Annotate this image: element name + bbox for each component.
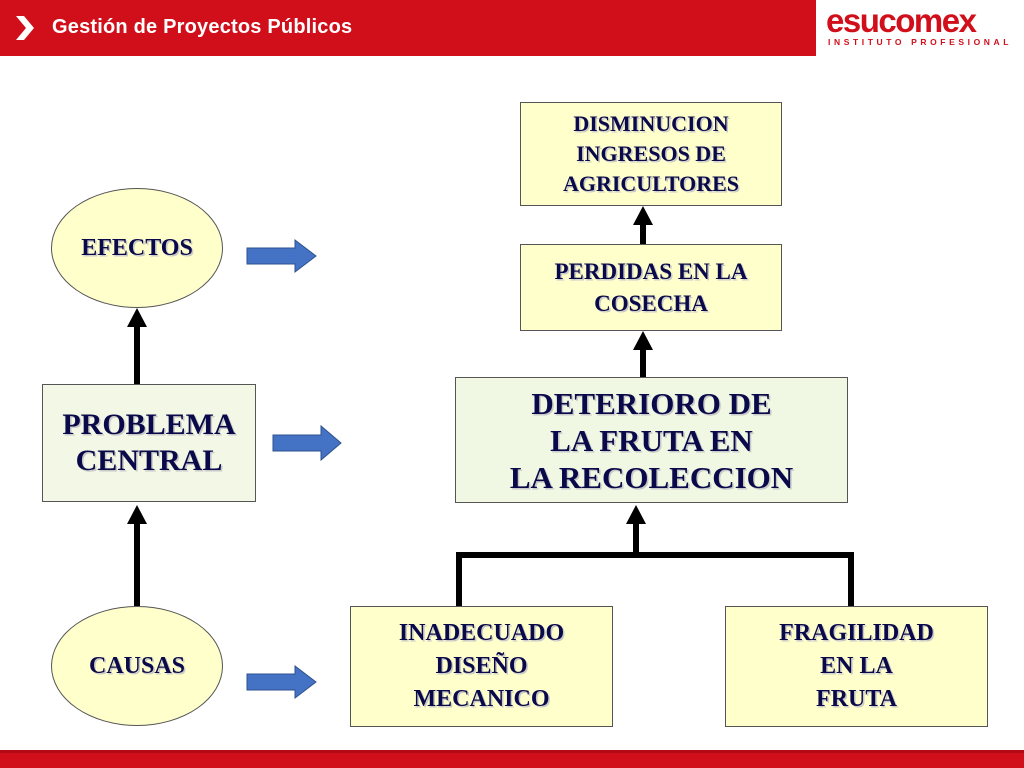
- blue-arrow-problema: [272, 424, 342, 462]
- causas-label: CAUSAS: [88, 652, 186, 679]
- effect-mid-label: PERDIDAS EN LA COSECHA: [554, 258, 748, 316]
- arrow-perdidas-to-disminucion: [633, 206, 653, 244]
- problema-central-box: PROBLEMA CENTRAL: [42, 384, 256, 502]
- effect-top-box: DISMINUCION INGRESOS DE AGRICULTORES: [520, 102, 782, 206]
- brand-logo: esucomex INSTITUTO PROFESIONAL: [816, 0, 1024, 56]
- efectos-ellipse: EFECTOS: [51, 188, 223, 308]
- causes-bracket: [456, 505, 854, 606]
- blue-arrow-efectos: [246, 238, 317, 274]
- cause-left-label: INADECUADO DISEÑO MECANICO: [398, 620, 565, 712]
- efectos-label: EFECTOS: [81, 234, 193, 261]
- logo-subtitle: INSTITUTO PROFESIONAL: [828, 37, 1013, 47]
- arrow-deterioro-to-perdidas: [633, 331, 653, 377]
- logo-name: esucomex: [826, 2, 977, 39]
- problema-central-label: PROBLEMA CENTRAL: [62, 408, 236, 477]
- cause-right-box: FRAGILIDAD EN LA FRUTA: [725, 606, 988, 727]
- header-bar: Gestión de Proyectos Públicos esucomex I…: [0, 0, 1024, 56]
- blue-arrow-causas: [246, 664, 317, 700]
- page-title: Gestión de Proyectos Públicos: [52, 16, 353, 38]
- arrow-causas-to-problem: [127, 505, 147, 606]
- chevron-right-icon: [16, 16, 34, 40]
- central-problem-box: DETERIORO DE LA FRUTA EN LA RECOLECCION: [455, 377, 848, 503]
- footer-bar: [0, 750, 1024, 768]
- central-problem-label: DETERIORO DE LA FRUTA EN LA RECOLECCION: [509, 385, 794, 495]
- cause-left-box: INADECUADO DISEÑO MECANICO: [350, 606, 613, 727]
- effect-mid-box: PERDIDAS EN LA COSECHA: [520, 244, 782, 331]
- cause-right-label: FRAGILIDAD EN LA FRUTA: [779, 620, 934, 712]
- arrow-problem-to-efectos: [127, 308, 147, 384]
- effect-top-label: DISMINUCION INGRESOS DE AGRICULTORES: [562, 111, 740, 196]
- causas-ellipse: CAUSAS: [51, 606, 223, 726]
